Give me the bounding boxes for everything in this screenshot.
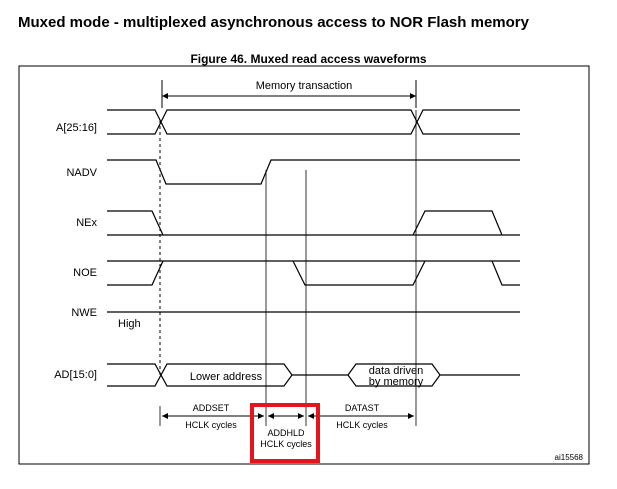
waveform-a-bus: [107, 109, 520, 135]
addhld-unit: HCLK cycles: [260, 439, 312, 449]
datast-unit: HCLK cycles: [336, 420, 388, 430]
signal-label-ad: AD[15:0]: [54, 369, 97, 381]
figure-id: ai15568: [555, 453, 584, 462]
datast-label: DATAST: [345, 403, 380, 413]
addset-label: ADDSET: [193, 403, 230, 413]
figure-frame: [18, 65, 590, 465]
memory-transaction-arrow: [161, 80, 417, 108]
signal-label-a: A[25:16]: [56, 122, 97, 134]
signal-label-noe: NOE: [73, 267, 97, 279]
waveform-noe: [107, 260, 520, 286]
signal-label-nadv: NADV: [66, 167, 97, 179]
ad-data-driven-label-line2: by memory: [369, 376, 424, 388]
waveform-nex: [107, 210, 520, 236]
ad-data-driven-label-line1: data driven: [369, 365, 423, 377]
addhld-highlight-box: [250, 403, 320, 463]
memory-transaction-label: Memory transaction: [256, 80, 353, 92]
signal-label-nwe: NWE: [71, 307, 97, 319]
addhld-label: ADDHLD: [267, 428, 305, 438]
signal-label-nex: NEx: [76, 217, 97, 229]
addset-unit: HCLK cycles: [185, 420, 237, 430]
figure-caption: Figure 46. Muxed read access waveforms: [190, 52, 427, 66]
waveform-ad-bus: [107, 363, 520, 387]
nwe-state-label: High: [118, 318, 141, 330]
waveform-nadv: [107, 159, 520, 185]
ad-lower-address-label: Lower address: [190, 371, 263, 383]
section-title: Muxed mode - multiplexed asynchronous ac…: [18, 14, 529, 31]
